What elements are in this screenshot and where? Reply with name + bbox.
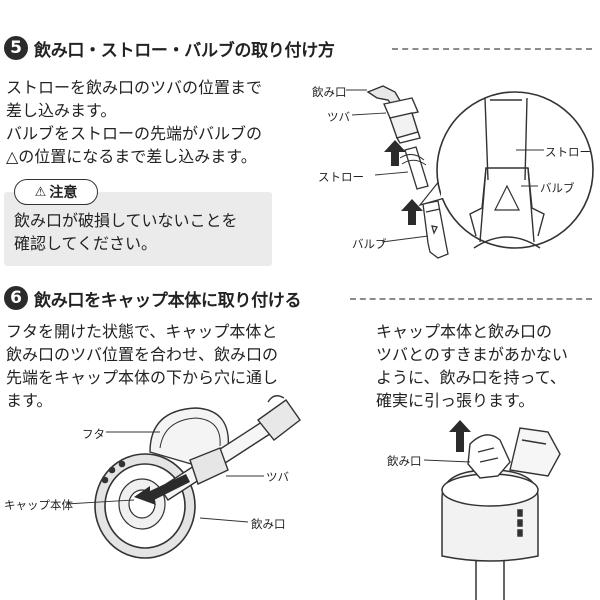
caution-badge: ⚠ 注意 [14, 179, 98, 205]
instruction-line: 確実に引っ張ります。 [376, 391, 535, 410]
open-lid-part [509, 427, 561, 477]
up-arrow-icon [384, 140, 406, 166]
mouthpiece-part [366, 85, 421, 144]
section-5-instructions: ストローを飲み口のツバの位置まで 差し込みます。 バルブをストローの先端がバルブ… [6, 76, 262, 168]
section-6-divider [350, 298, 592, 300]
section-6-left-instructions: フタを開けた状態で、キャップ本体と 飲み口のツバ位置を合わせ、飲み口の 先端をキ… [6, 320, 278, 412]
instruction-line: 先端をキャップ本体の下から穴に通し [6, 368, 279, 387]
mouthpiece-tube [159, 395, 301, 501]
caution-line: 飲み口が破損していないことを [14, 211, 238, 230]
instruction-line: 差し込みます。 [6, 101, 117, 120]
instruction-line: △の位置になるまで差し込みます。 [6, 147, 257, 166]
section-5-divider [392, 48, 592, 50]
section-5-title: 飲み口・ストロー・バルブの取り付け方 [34, 40, 335, 61]
instruction-line: キャップ本体と飲み口の [376, 322, 553, 341]
instruction-line: ます。 [6, 391, 53, 410]
section-6-right-instructions: キャップ本体と飲み口の ツバとのすきまがあかない ように、飲み口を持って、 確実… [376, 320, 568, 412]
section-6-title: 飲み口をキャップ本体に取り付ける [34, 290, 302, 311]
caution-line: 確認してください。 [14, 234, 158, 253]
instruction-line: フタを開けた状態で、キャップ本体と [6, 322, 278, 341]
section-6-header: 6 飲み口をキャップ本体に取り付ける [4, 283, 302, 313]
zoom-detail-circle [418, 91, 594, 249]
label-right-mouthpiece: 飲み口 [387, 454, 422, 468]
label-flange-6: ツバ [266, 470, 289, 484]
label-mouthpiece: 飲み口 [312, 85, 347, 99]
valve-part [422, 200, 449, 259]
step-number-6: 6 [4, 286, 28, 310]
pull-arrow-icon [449, 420, 471, 452]
label-zoom-valve: バルブ [540, 181, 575, 195]
triangle-mark-icon [494, 184, 520, 211]
hand-icon [467, 434, 511, 479]
label-flange: ツバ [327, 110, 350, 124]
step-number-5: 5 [4, 36, 28, 60]
label-straw: ストロー [318, 170, 364, 184]
caution-title: 注意 [49, 185, 78, 201]
instruction-line: バルブをストローの先端がバルブの [6, 124, 263, 143]
zoom-straw-valve [469, 97, 545, 249]
instruction-line: 飲み口のツバ位置を合わせ、飲み口の [6, 345, 279, 364]
up-arrow-icon [401, 199, 423, 225]
label-mouthpiece-6: 飲み口 [251, 517, 286, 531]
straw-part [399, 146, 429, 190]
instruction-line: ツバとのすきまがあかない [376, 345, 568, 364]
instruction-line: ストローを飲み口のツバの位置まで [6, 78, 263, 97]
label-valve: バルブ [352, 237, 387, 251]
bottle-cap-top [441, 469, 539, 600]
label-cap-body: キャップ本体 [4, 498, 73, 512]
caution-text: 飲み口が破損していないことを 確認してください。 [14, 209, 238, 255]
label-zoom-straw: ストロー [545, 145, 591, 159]
instruction-line: ように、飲み口を持って、 [376, 368, 566, 387]
warning-icon: ⚠ [34, 184, 47, 200]
section-5-header: 5 飲み口・ストロー・バルブの取り付け方 [4, 33, 335, 63]
insert-arrow-icon [134, 474, 190, 505]
label-lid: フタ [82, 427, 105, 441]
